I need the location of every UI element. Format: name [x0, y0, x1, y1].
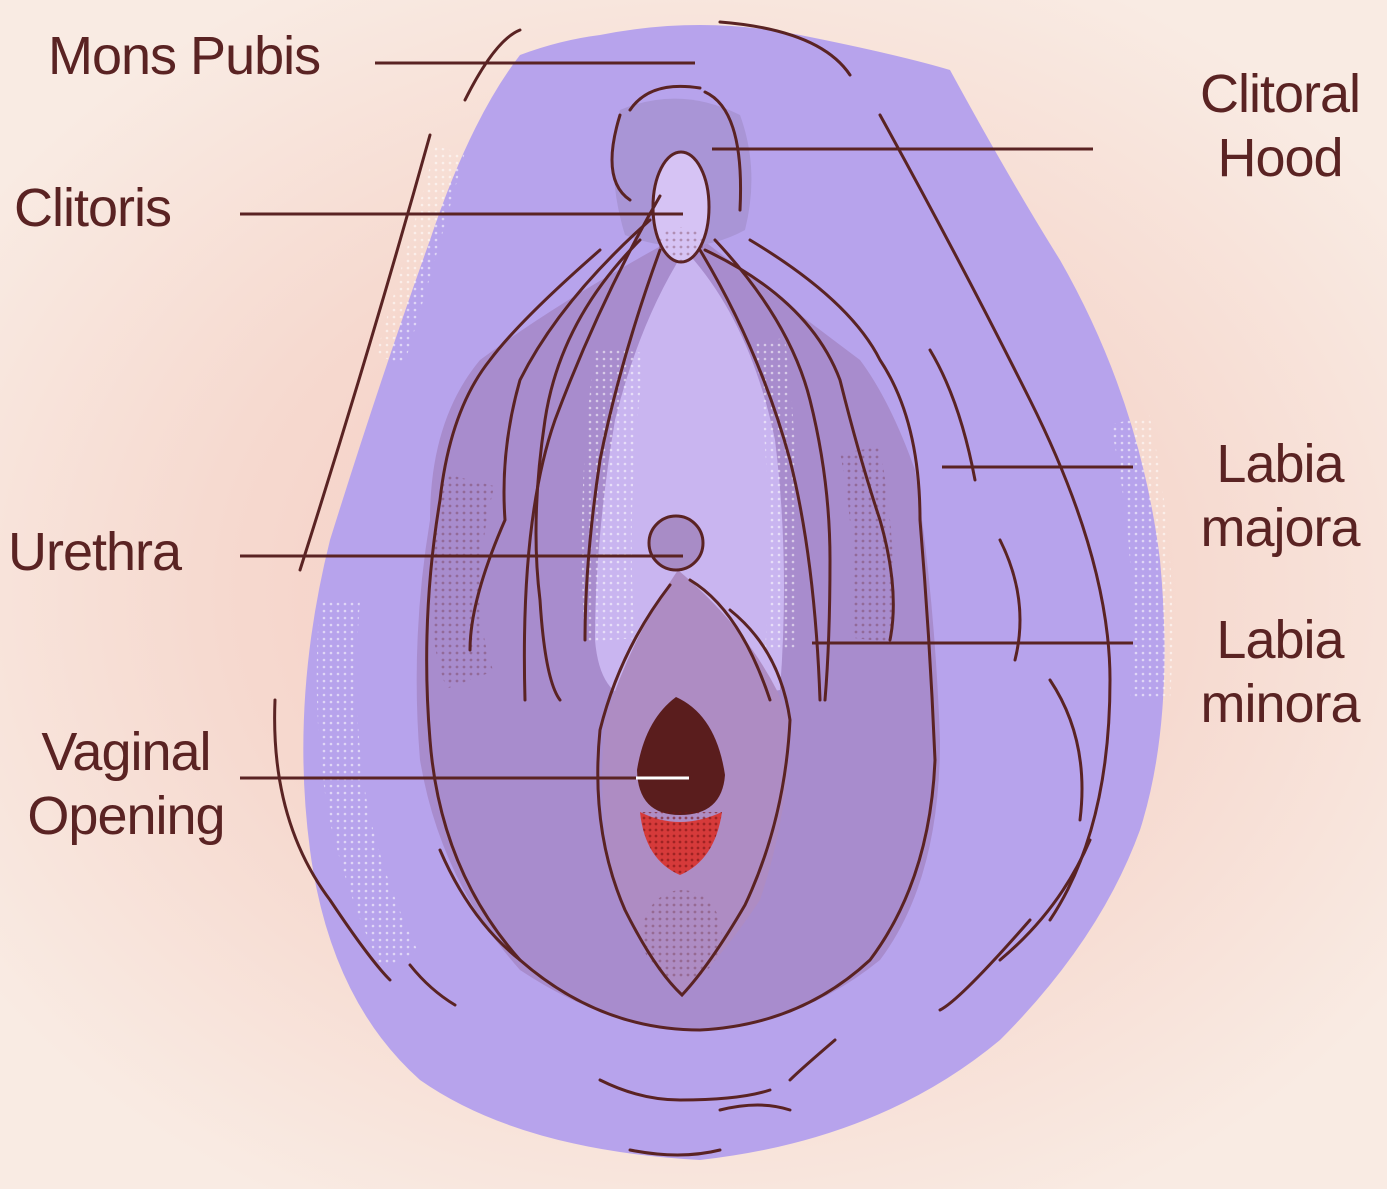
label-labia-majora-line-2: majora — [1185, 496, 1375, 560]
label-clitoris: Clitoris — [14, 176, 171, 240]
label-clitoral-hood-line-1: Clitoral — [1185, 62, 1375, 126]
label-labia-majora: Labia majora — [1185, 432, 1375, 560]
label-vaginal-opening: Vaginal Opening — [10, 720, 242, 848]
label-clitoral-hood: Clitoral Hood — [1185, 62, 1375, 190]
label-labia-minora-line-2: minora — [1185, 672, 1375, 736]
label-clitoral-hood-line-2: Hood — [1185, 126, 1375, 190]
label-urethra: Urethra — [8, 520, 181, 584]
label-vaginal-opening-line-2: Opening — [10, 784, 242, 848]
label-mons-pubis: Mons Pubis — [48, 24, 320, 88]
urethra-shape — [649, 516, 703, 570]
label-labia-minora: Labia minora — [1185, 608, 1375, 736]
label-labia-minora-line-1: Labia — [1185, 608, 1375, 672]
label-vaginal-opening-line-1: Vaginal — [10, 720, 242, 784]
label-labia-majora-line-1: Labia — [1185, 432, 1375, 496]
